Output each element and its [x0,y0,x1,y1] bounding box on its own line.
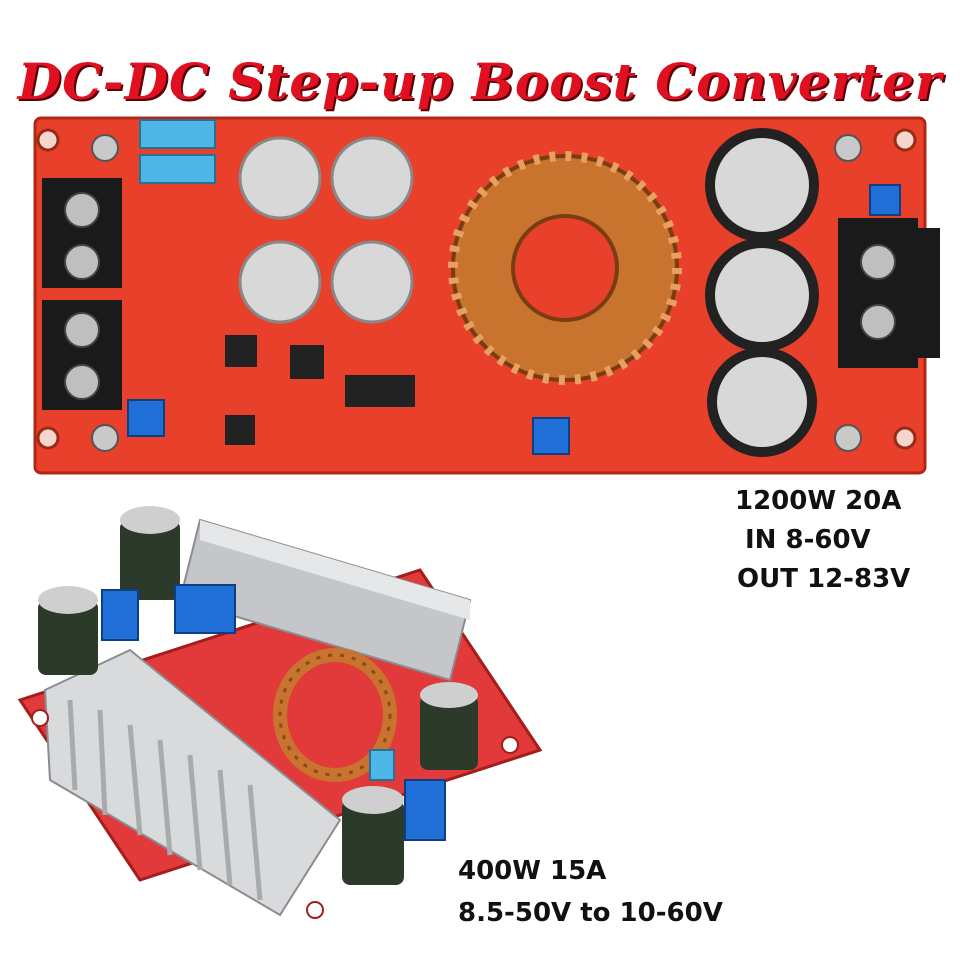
spec-1200w-input: IN 8-60V [745,525,871,555]
toroidal-inductor [448,151,682,385]
board-400w [17,506,543,919]
spec-400w-power: 400W 15A [458,856,607,886]
page-title: DC-DC Step-up Boost Converter [17,52,943,111]
input-terminal-block [42,178,122,410]
board-1200w [33,116,940,475]
heatsink-front [43,648,342,917]
spec-1200w-output: OUT 12-83V [737,564,911,594]
spec-1200w-power: 1200W 20A [735,486,902,516]
spec-400w-range: 8.5-50V to 10-60V [458,898,723,928]
input-capacitors [238,136,414,324]
output-capacitors [705,128,819,457]
capacitors-400w [38,506,478,885]
inductor-coil [273,648,397,782]
heatsink-rear [178,518,472,682]
output-terminal-block [838,218,940,368]
